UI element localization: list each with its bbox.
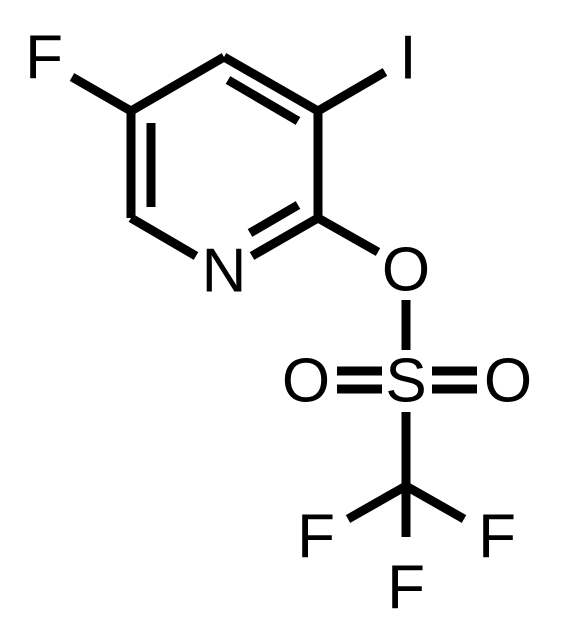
- bond-c5-f: [69, 73, 134, 115]
- atom-label-o-left: O: [282, 347, 330, 416]
- bond-c6-n1: [128, 214, 199, 260]
- bond-c3-c4-inner: [225, 76, 301, 125]
- bond-c3-i: [315, 68, 388, 115]
- bond-c2-o: [315, 214, 381, 256]
- atom-label-o-ester: O: [382, 236, 430, 305]
- atom-label-o-right: O: [484, 347, 532, 416]
- atom-label-f-bottom: F: [387, 554, 425, 623]
- atom-label-s: S: [385, 347, 426, 416]
- atom-label-i-3: I: [399, 24, 416, 93]
- bond-n1-c2: [249, 214, 321, 260]
- bond-c3-c4: [221, 53, 321, 115]
- bond-c-f-right: [403, 482, 467, 523]
- atom-label-f-right: F: [478, 503, 516, 572]
- atom-label-f-5: F: [25, 24, 63, 93]
- bond-c-f-left: [345, 482, 409, 523]
- bond-n1-c2-inner: [247, 201, 301, 237]
- atom-label-n-1: N: [202, 237, 247, 306]
- atom-label-f-left: F: [297, 503, 335, 572]
- bond-c4-c5: [128, 53, 227, 115]
